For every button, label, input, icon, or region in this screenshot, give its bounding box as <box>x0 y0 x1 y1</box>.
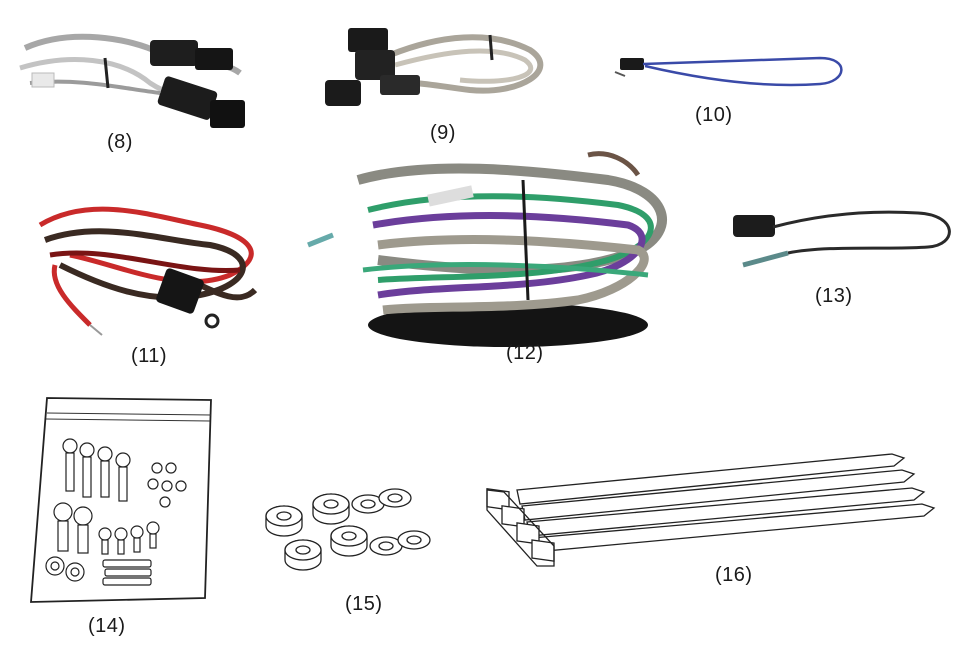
part-label-16: (16) <box>715 564 753 586</box>
spacers-washers-15-image <box>265 488 431 571</box>
part-label-13: (13) <box>815 285 853 307</box>
part-label-14: (14) <box>88 615 126 637</box>
part-label-8: (8) <box>107 131 133 153</box>
part-8 <box>10 28 260 133</box>
hardware-bag-14-image <box>30 397 212 603</box>
part-label-10: (10) <box>695 104 733 126</box>
loop-wire-13-image <box>733 210 951 268</box>
blue-wire-10-image <box>614 56 843 87</box>
part-label-15: (15) <box>345 593 383 615</box>
part-14 <box>25 388 215 606</box>
wire-harness-12-image <box>307 151 667 347</box>
part-15 <box>258 486 443 578</box>
part-16 <box>482 448 947 576</box>
part-label-9: (9) <box>430 122 456 144</box>
power-harness-11-image <box>38 206 258 336</box>
part-label-11: (11) <box>131 345 168 367</box>
part-12 <box>307 150 690 350</box>
wire-harness-8-image <box>19 33 245 128</box>
cable-ties-16-image <box>486 453 936 567</box>
part-13 <box>728 205 963 285</box>
part-11 <box>30 195 280 345</box>
wire-harness-9-image <box>325 28 544 106</box>
part-9 <box>320 20 560 120</box>
part-10 <box>614 50 855 100</box>
part-label-12: (12) <box>506 342 544 364</box>
